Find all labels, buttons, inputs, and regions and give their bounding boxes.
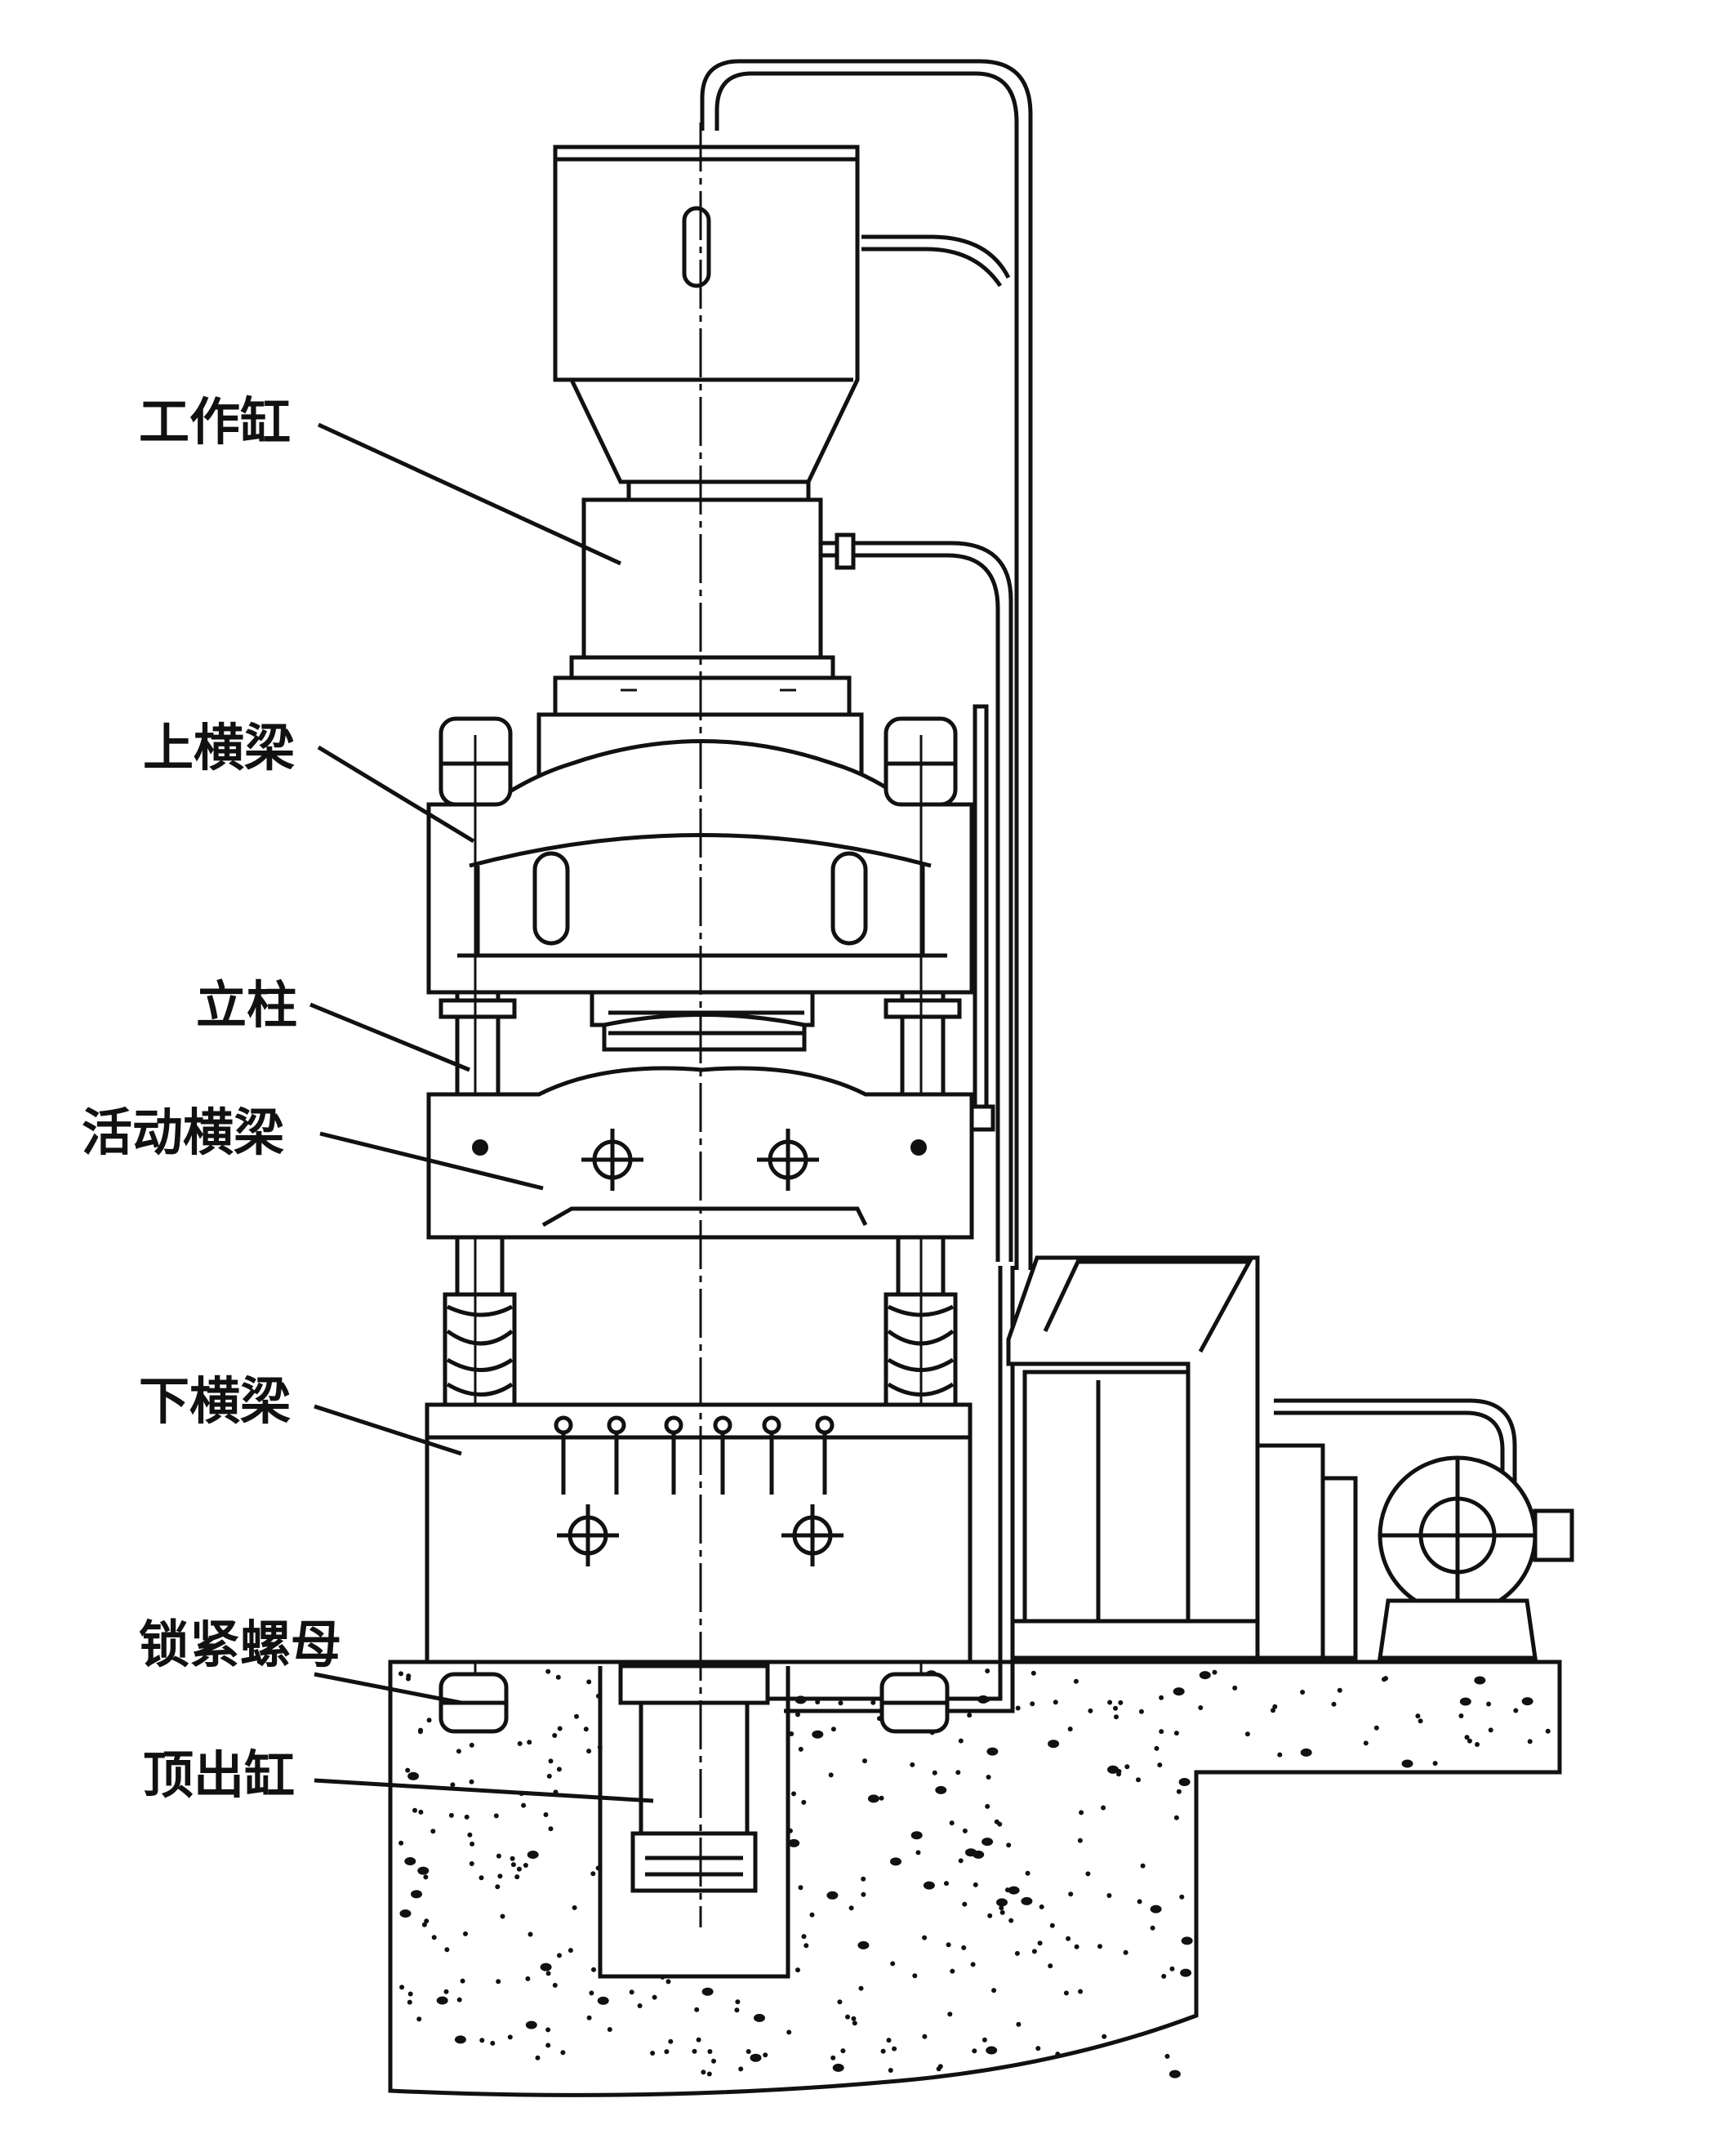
anchor-bolt xyxy=(554,1415,573,1495)
anchor-bolt xyxy=(815,1415,835,1495)
columns xyxy=(438,735,962,1691)
lower-crossbeam xyxy=(425,1402,973,1664)
crosshair-mark xyxy=(557,1504,619,1566)
svg-text:下横梁: 下横梁 xyxy=(139,1371,291,1431)
anchor-bolt xyxy=(664,1415,683,1495)
label-upper-crossbeam: 上横梁 xyxy=(143,718,475,844)
anchor-bolt xyxy=(607,1415,626,1495)
crosshair-mark xyxy=(757,1129,819,1191)
crosshair-mark xyxy=(781,1504,844,1566)
label-ejector-cylinder: 顶出缸 xyxy=(143,1745,654,1805)
label-column: 立柱 xyxy=(196,975,470,1072)
svg-text:顶出缸: 顶出缸 xyxy=(143,1745,295,1805)
label-lock-nut: 锁紧螺母 xyxy=(139,1615,462,1705)
pump-motor xyxy=(1255,1443,1574,1660)
hydraulic-pipes xyxy=(700,59,1517,1713)
ejector-cylinder xyxy=(618,1664,770,1893)
lock-nuts xyxy=(438,1672,950,1734)
anchor-bolt xyxy=(713,1415,732,1495)
label-lower-crossbeam: 下横梁 xyxy=(139,1371,462,1456)
svg-text:锁紧螺母: 锁紧螺母 xyxy=(139,1615,341,1674)
svg-text:立柱: 立柱 xyxy=(196,975,297,1035)
svg-text:工作缸: 工作缸 xyxy=(139,392,291,452)
crosshair-mark xyxy=(581,1129,643,1191)
spring-pack xyxy=(590,990,815,1052)
anchor-bolt xyxy=(762,1415,781,1495)
control-cabinet xyxy=(1006,1255,1260,1660)
svg-text:活动横梁: 活动横梁 xyxy=(82,1103,284,1162)
label-movable-crossbeam: 活动横梁 xyxy=(82,1103,544,1191)
label-working-cylinder: 工作缸 xyxy=(139,392,622,566)
svg-text:上横梁: 上横梁 xyxy=(143,718,295,777)
working-cylinder xyxy=(553,145,860,717)
concrete-foundation xyxy=(388,1660,1562,2097)
